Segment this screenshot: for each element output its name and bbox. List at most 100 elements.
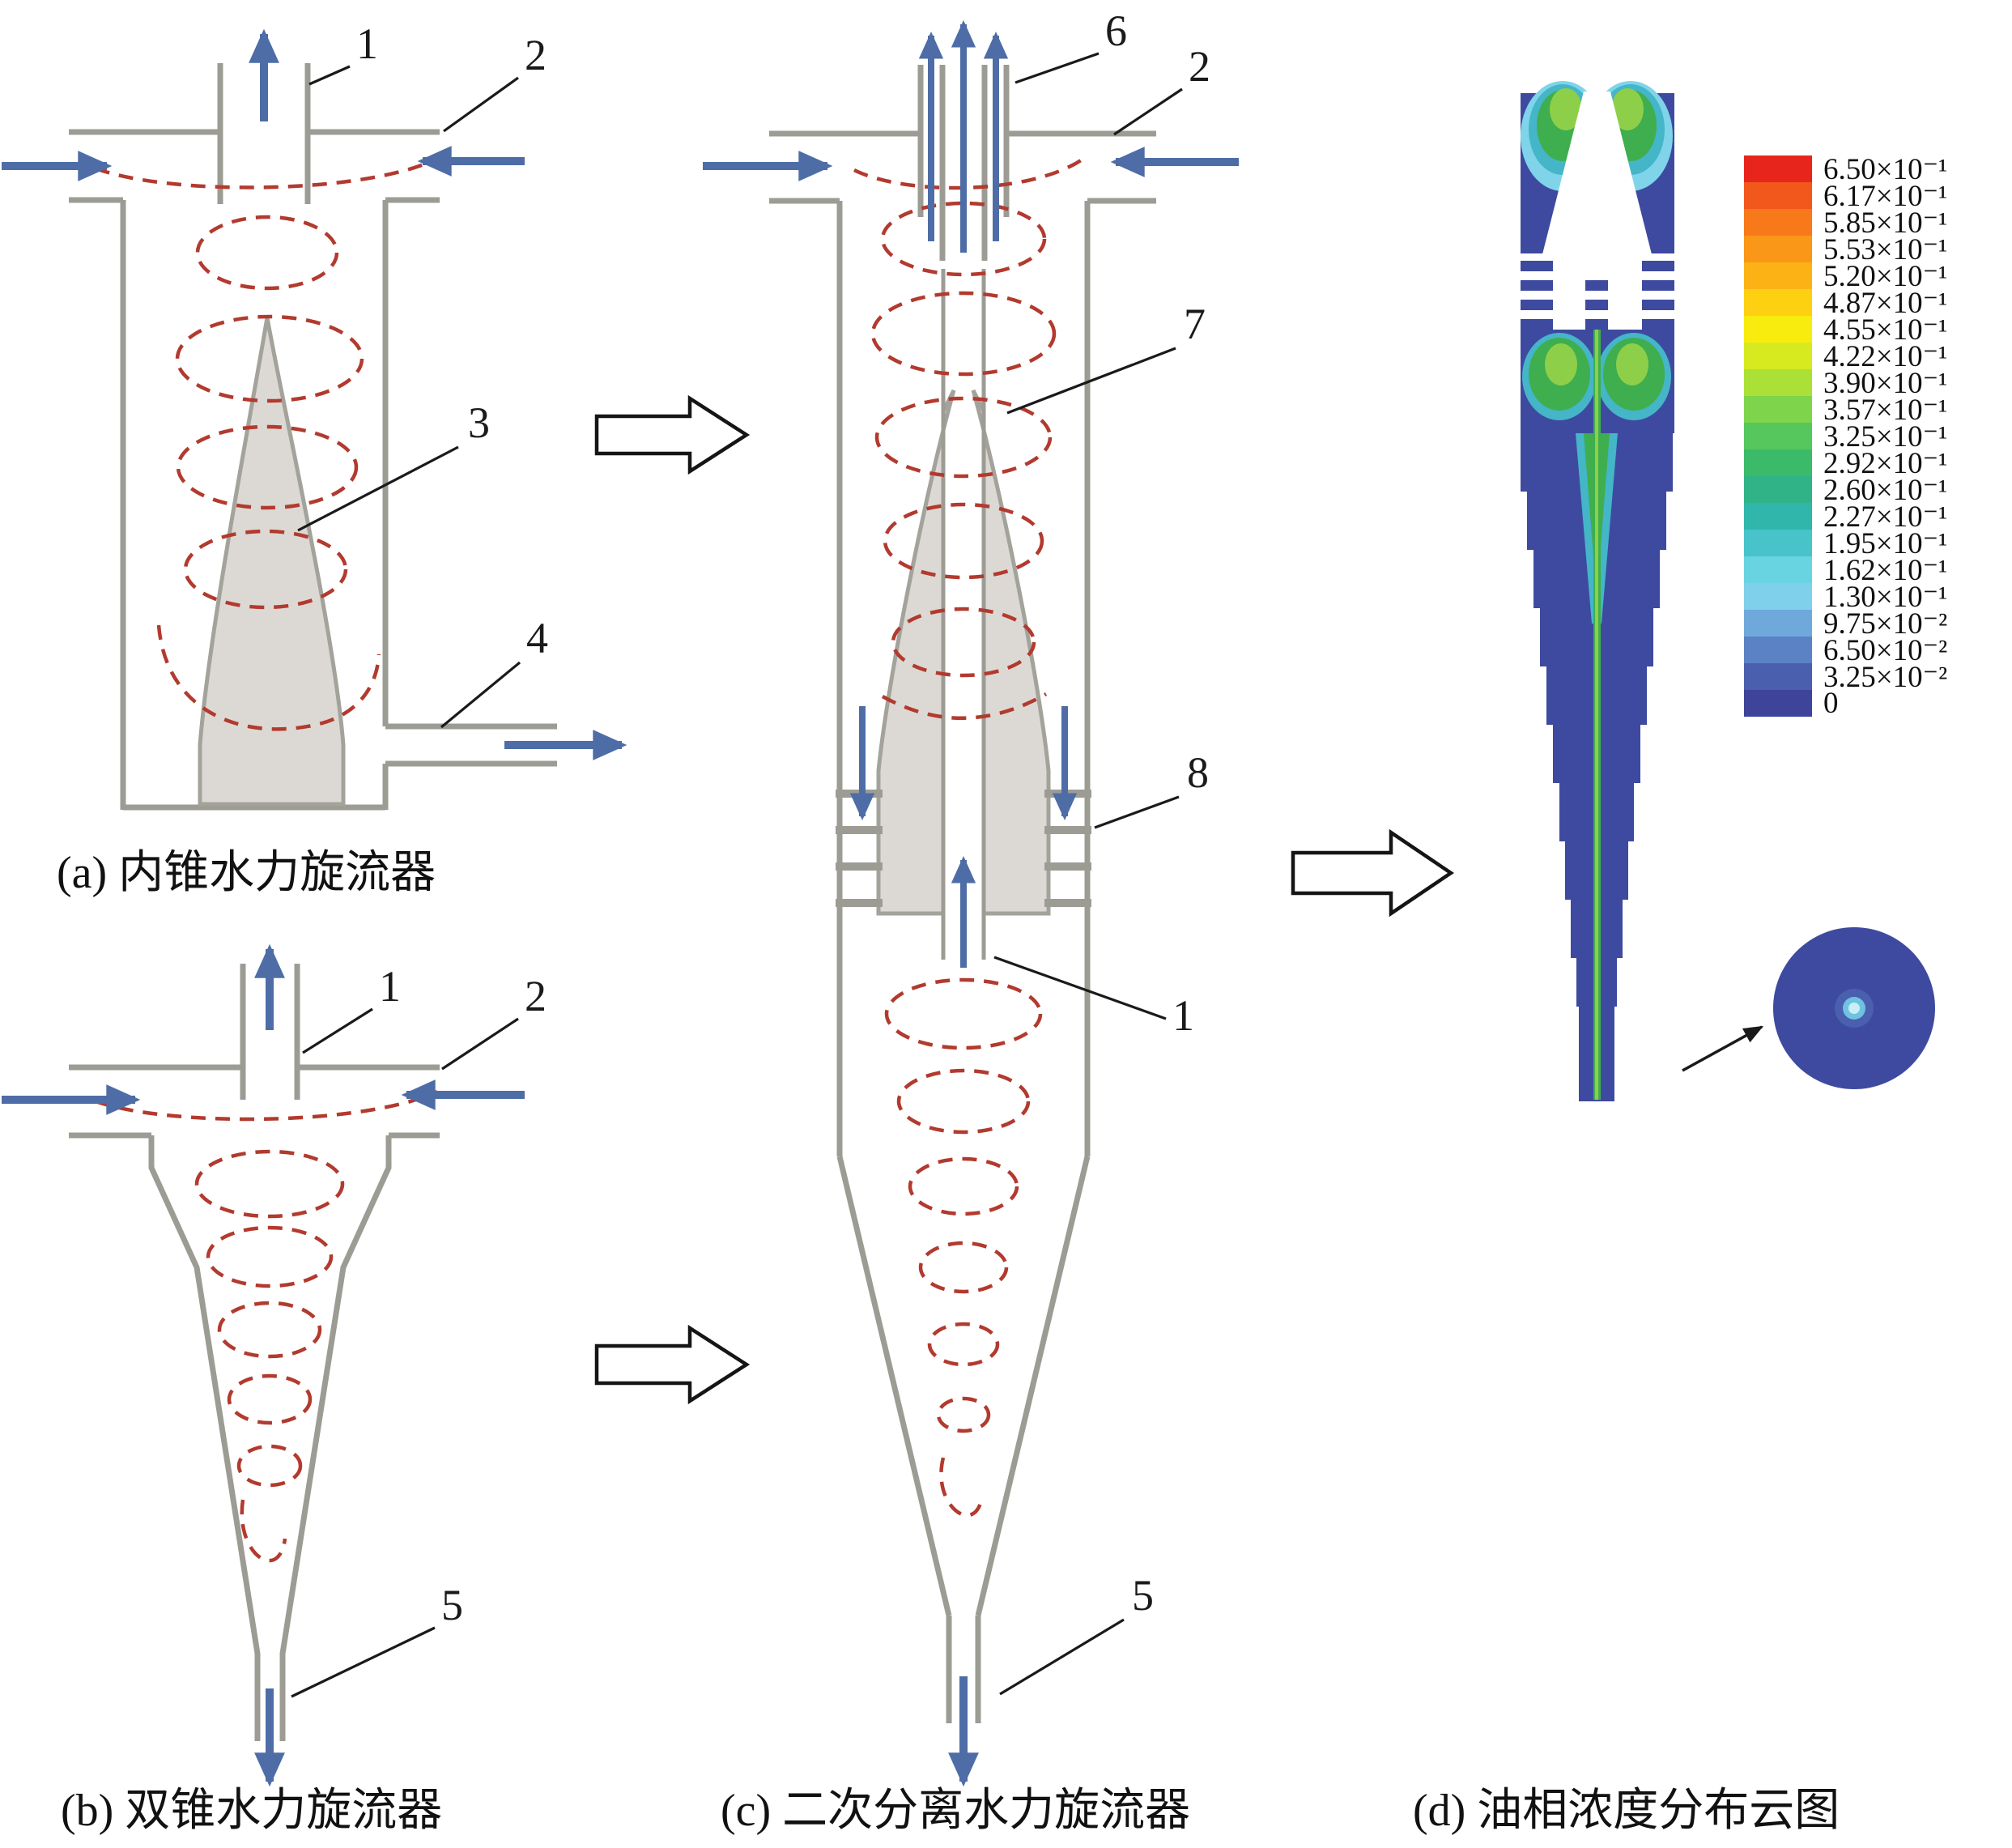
contour-legend: 6.50×10⁻¹ 6.17×10⁻¹ 5.85×10⁻¹ 5.53×10⁻¹ … [1744, 153, 1948, 720]
callouts-c: 6 2 7 8 1 5 [993, 6, 1210, 1696]
swirl-path-c-lower [884, 977, 1043, 1518]
flow-arrows-b [2, 943, 525, 1787]
arrow-b-to-c [594, 1324, 751, 1405]
contour-slot-rows [1521, 261, 1674, 330]
panel-a-drawing: 1 2 3 4 [2, 19, 627, 811]
legend-color-swatch [1744, 262, 1812, 289]
legend-entry: 2.92×10⁻¹ [1744, 447, 1947, 480]
center-tube [941, 269, 986, 960]
callout-overflow-b: 1 [379, 962, 401, 1011]
flow-arrows-c [703, 19, 1239, 1787]
legend-entry: 1.62×10⁻¹ [1744, 554, 1947, 587]
legend-color-swatch [1744, 369, 1812, 396]
legend-value-label: 5.53×10⁻¹ [1823, 232, 1948, 266]
legend-entry: 6.50×10⁻² [1744, 634, 1947, 667]
legend-color-swatch [1744, 343, 1812, 369]
legend-color-swatch [1744, 316, 1812, 343]
legend-value-label: 3.25×10⁻² [1823, 660, 1948, 694]
legend-rows: 6.50×10⁻¹ 6.17×10⁻¹ 5.85×10⁻¹ 5.53×10⁻¹ … [1744, 153, 1948, 720]
legend-entry: 5.85×10⁻¹ [1744, 207, 1947, 240]
vessel-outline-c [769, 65, 1156, 1723]
callout-overflow-c: 6 [1105, 6, 1127, 55]
legend-value-label: 6.17×10⁻¹ [1823, 179, 1948, 213]
legend-value-label: 3.57×10⁻¹ [1823, 393, 1948, 427]
legend-color-swatch [1744, 449, 1812, 476]
callouts-a: 1 2 3 4 [297, 19, 548, 729]
legend-color-swatch [1744, 155, 1812, 182]
legend-entry: 0 [1744, 687, 1947, 720]
legend-value-label: 2.92×10⁻¹ [1823, 446, 1948, 480]
legend-entry: 9.75×10⁻² [1744, 607, 1947, 641]
legend-entry: 2.60×10⁻¹ [1744, 474, 1947, 507]
legend-entry: 3.57×10⁻¹ [1744, 394, 1947, 427]
callout-underflow-a: 4 [526, 614, 548, 662]
legend-value-label: 2.60×10⁻¹ [1823, 473, 1948, 507]
caption-panel-d: (d) 油相浓度分布云图 [1413, 1786, 1840, 1836]
callout-inlet-b: 2 [525, 972, 547, 1020]
legend-value-label: 5.85×10⁻¹ [1823, 206, 1948, 240]
legend-value-label: 4.55×10⁻¹ [1823, 313, 1948, 347]
legend-value-label: 1.95×10⁻¹ [1823, 526, 1948, 560]
callout-underflow-b: 5 [441, 1581, 463, 1629]
legend-color-swatch [1744, 423, 1812, 449]
legend-color-swatch [1744, 289, 1812, 316]
panel-c-drawing: 6 2 7 8 1 5 [703, 6, 1239, 1787]
vessel-outline-b [69, 964, 440, 1741]
legend-entry: 5.20×10⁻¹ [1744, 260, 1947, 293]
callouts-b: 1 2 5 [291, 962, 547, 1698]
legend-color-swatch [1744, 503, 1812, 530]
legend-entry: 2.27×10⁻¹ [1744, 500, 1947, 534]
contour-center-funnel [1542, 92, 1652, 254]
legend-entry: 1.95×10⁻¹ [1744, 527, 1947, 560]
legend-color-swatch [1744, 396, 1812, 423]
legend-color-swatch [1744, 583, 1812, 610]
transform-arrows [594, 394, 1455, 1405]
cross-section-pointer-arrow [1682, 1025, 1764, 1072]
arrow-c-to-d [1291, 828, 1455, 918]
legend-entry: 1.30×10⁻¹ [1744, 581, 1947, 614]
legend-entry: 3.90×10⁻¹ [1744, 367, 1947, 400]
legend-value-label: 9.75×10⁻² [1823, 607, 1948, 641]
callout-inlet-a: 2 [525, 31, 547, 79]
caption-panel-b: (b) 双锥水力旋流器 [61, 1786, 443, 1836]
legend-color-swatch [1744, 236, 1812, 262]
inner-cone-a [198, 317, 346, 807]
legend-value-label: 2.27×10⁻¹ [1823, 500, 1948, 534]
cross-section-circle [1773, 927, 1935, 1089]
legend-value-label: 4.87×10⁻¹ [1823, 286, 1948, 320]
legend-entry: 3.25×10⁻² [1744, 661, 1947, 694]
caption-panel-a: (a) 内锥水力旋流器 [57, 848, 436, 898]
callout-overflow-a: 1 [356, 19, 378, 68]
contour-mid-hotspots [1522, 333, 1671, 420]
legend-color-swatch [1744, 610, 1812, 637]
contour-axis-line-core [1595, 330, 1598, 1100]
callout-underflow-c: 5 [1132, 1571, 1154, 1620]
swirl-path-c-upper [853, 159, 1083, 720]
legend-entry: 6.50×10⁻¹ [1744, 153, 1947, 186]
legend-entry: 4.87×10⁻¹ [1744, 287, 1947, 320]
legend-color-swatch [1744, 690, 1812, 717]
legend-value-label: 5.20×10⁻¹ [1823, 259, 1948, 293]
legend-value-label: 3.90×10⁻¹ [1823, 366, 1948, 400]
legend-value-label: 3.25×10⁻¹ [1823, 419, 1948, 453]
legend-entry: 3.25×10⁻¹ [1744, 420, 1947, 453]
swirl-path-a [95, 156, 438, 731]
callout-cone-a: 3 [468, 398, 490, 447]
legend-entry: 5.53×10⁻¹ [1744, 233, 1947, 266]
legend-color-swatch [1744, 556, 1812, 583]
legend-entry: 6.17×10⁻¹ [1744, 180, 1947, 213]
legend-color-swatch [1744, 182, 1812, 209]
legend-color-swatch [1744, 476, 1812, 503]
caption-panel-c: (c) 二次分离水力旋流器 [721, 1786, 1191, 1836]
legend-value-label: 4.22×10⁻¹ [1823, 339, 1948, 373]
legend-color-swatch [1744, 209, 1812, 236]
legend-color-swatch [1744, 637, 1812, 663]
vessel-outline-a [69, 63, 557, 811]
legend-entry: 4.22×10⁻¹ [1744, 340, 1947, 373]
legend-value-label: 1.30×10⁻¹ [1823, 580, 1948, 614]
legend-color-swatch [1744, 530, 1812, 556]
panel-d-contour [1521, 81, 1935, 1101]
flow-arrows-a [2, 28, 627, 760]
